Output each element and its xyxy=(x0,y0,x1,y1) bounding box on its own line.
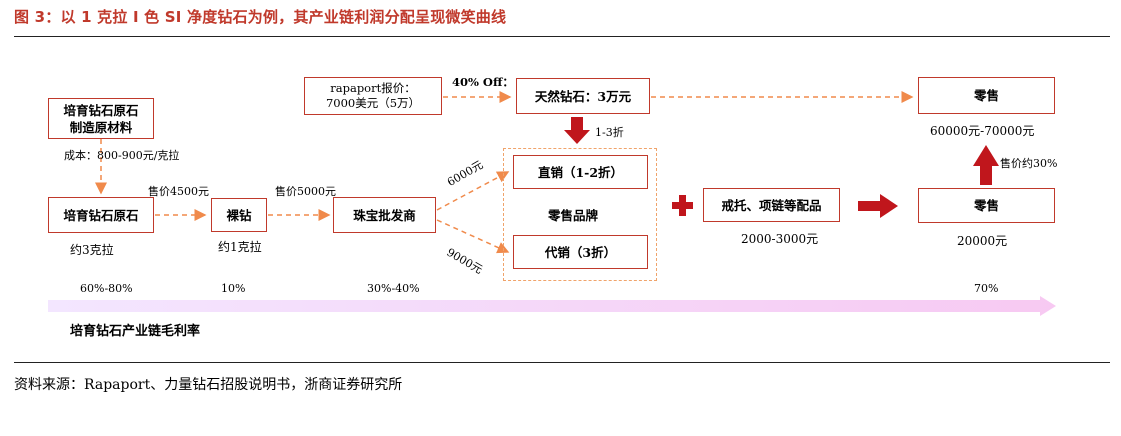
margin-4-label: 70% xyxy=(974,282,999,295)
wholesaler-box: 珠宝批发商 xyxy=(333,197,436,233)
consignment-box: 代销（3折） xyxy=(513,235,648,269)
axis-title: 培育钻石产业链毛利率 xyxy=(70,324,201,339)
retail-top-label: 零售 xyxy=(973,88,999,103)
margin-3-label: 30%-40% xyxy=(367,282,420,295)
margin-2-label: 10% xyxy=(221,282,246,295)
accessories-box: 戒托、项链等配品 xyxy=(703,188,840,222)
direct-sales-box: 直销（1-2折） xyxy=(513,155,648,189)
rough-diamond-box: 培育钻石原石 xyxy=(48,197,154,233)
retail-brand-group xyxy=(503,148,657,281)
arrow-wholesaler-consign xyxy=(436,219,510,254)
margin-1-label: 60%-80% xyxy=(80,282,133,295)
retail-top-price-label: 60000元-70000元 xyxy=(930,124,1035,138)
bare-diamond-box: 裸钻 xyxy=(211,198,267,232)
red-down-arrow xyxy=(564,117,590,144)
fold-label: 1-3折 xyxy=(595,126,624,139)
price-5000-label: 售价5000元 xyxy=(275,185,336,198)
about-3ct-label: 约3克拉 xyxy=(70,243,114,257)
natural-diamond-box: 天然钻石：3万元 xyxy=(516,78,650,114)
accessories-label: 戒托、项链等配品 xyxy=(721,197,822,213)
retail-brand-label: 零售品牌 xyxy=(548,208,599,223)
rapaport-box: rapaport报价： 7000美元（5万） xyxy=(304,77,442,115)
consignment-label: 代销（3折） xyxy=(544,244,617,260)
about-1ct-label: 约1克拉 xyxy=(218,240,262,254)
red-up-arrow xyxy=(973,145,999,185)
wholesaler-label: 珠宝批发商 xyxy=(353,207,416,223)
red-right-arrow xyxy=(858,194,898,218)
retail-bottom-label: 零售 xyxy=(973,198,999,213)
discount-label: 40% Off： xyxy=(452,75,514,89)
direct-sales-label: 直销（1-2折） xyxy=(537,164,624,180)
red-plus-icon xyxy=(672,195,693,216)
natural-diamond-label: 天然钻石：3万元 xyxy=(534,88,632,104)
figure-title: 图 3：以 1 克拉 I 色 SI 净度钻石为例，其产业链利润分配呈现微笑曲线 xyxy=(14,8,507,26)
top-rule xyxy=(14,36,1110,37)
sell-30-label: 售价约30% xyxy=(1000,157,1058,170)
rapaport-label: rapaport报价： 7000美元（5万） xyxy=(325,81,421,110)
retail-bottom-box: 零售 xyxy=(918,188,1055,223)
rough-material-box: 培育钻石原石 制造原材料 xyxy=(48,98,154,139)
price-4500-label: 售价4500元 xyxy=(148,185,209,198)
bottom-rule xyxy=(14,362,1110,363)
cost-label: 成本：800-900元/克拉 xyxy=(64,149,180,162)
source-note: 资料来源：Rapaport、力量钻石招股说明书，浙商证券研究所 xyxy=(14,377,403,393)
arrow-wholesaler-direct xyxy=(436,171,510,211)
margin-band-arrow xyxy=(48,296,1056,316)
bare-diamond-label: 裸钻 xyxy=(226,207,252,223)
rough-material-label: 培育钻石原石 制造原材料 xyxy=(63,102,139,135)
accessories-price-label: 2000-3000元 xyxy=(741,232,819,246)
retail-top-box: 零售 xyxy=(918,77,1055,114)
retail-bottom-price-label: 20000元 xyxy=(957,234,1008,248)
rough-diamond-label: 培育钻石原石 xyxy=(63,207,139,223)
